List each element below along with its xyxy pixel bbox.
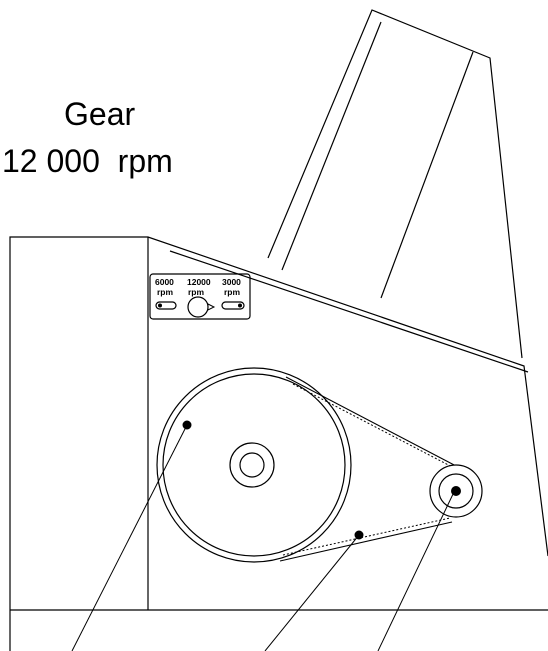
belt-bottom-inner xyxy=(282,517,451,556)
gear-speed-label: 12 000 rpm xyxy=(2,143,173,179)
large-pulley xyxy=(156,367,352,563)
callout-leaders xyxy=(71,420,455,651)
selector-slot-right-dot xyxy=(238,303,242,308)
selector-unit-6000: rpm xyxy=(157,287,174,297)
leader-belt-dot xyxy=(354,530,364,540)
selector-label-12000: 12000 xyxy=(187,277,211,287)
belt-top-outer xyxy=(285,376,459,468)
selector-unit-3000: rpm xyxy=(224,287,241,297)
gear-title: Gear xyxy=(64,96,136,132)
selector-unit-12000: rpm xyxy=(188,287,205,297)
body-top-plate-lower xyxy=(169,250,529,373)
leader-small-pulley xyxy=(377,491,455,651)
selector-label-3000: 3000 xyxy=(222,277,241,287)
upper-column xyxy=(267,9,523,359)
leader-large-pulley xyxy=(71,424,188,651)
belt-top-inner xyxy=(292,383,459,471)
selector-plate-frame xyxy=(149,273,251,320)
speed-selector-plate: 6000 rpm 12000 rpm 3000 rpm xyxy=(149,273,251,320)
large-pulley-rim-outer xyxy=(156,367,352,563)
selector-slot-left-dot xyxy=(158,303,162,308)
large-pulley-hub-inner xyxy=(239,452,265,478)
leader-large-pulley-dot xyxy=(182,420,192,430)
machine-body xyxy=(9,236,548,651)
selector-label-6000: 6000 xyxy=(155,277,174,287)
large-pulley-hub-outer xyxy=(229,442,275,488)
column-inner-edge-left xyxy=(281,21,382,271)
body-outline xyxy=(9,236,548,651)
selector-slot-left xyxy=(155,301,177,310)
belt-bottom-outer xyxy=(279,521,453,562)
selector-knob-pointer-icon xyxy=(207,303,216,311)
small-pulley xyxy=(429,464,483,518)
selector-knob[interactable] xyxy=(187,296,209,318)
drive-belt xyxy=(279,376,459,562)
small-pulley-rim-inner xyxy=(438,473,474,509)
large-pulley-rim-inner xyxy=(162,373,346,557)
selector-slot-right xyxy=(221,301,245,310)
column-inner-edge-right xyxy=(380,51,474,299)
leader-belt xyxy=(264,534,360,651)
column-outline xyxy=(267,9,523,359)
